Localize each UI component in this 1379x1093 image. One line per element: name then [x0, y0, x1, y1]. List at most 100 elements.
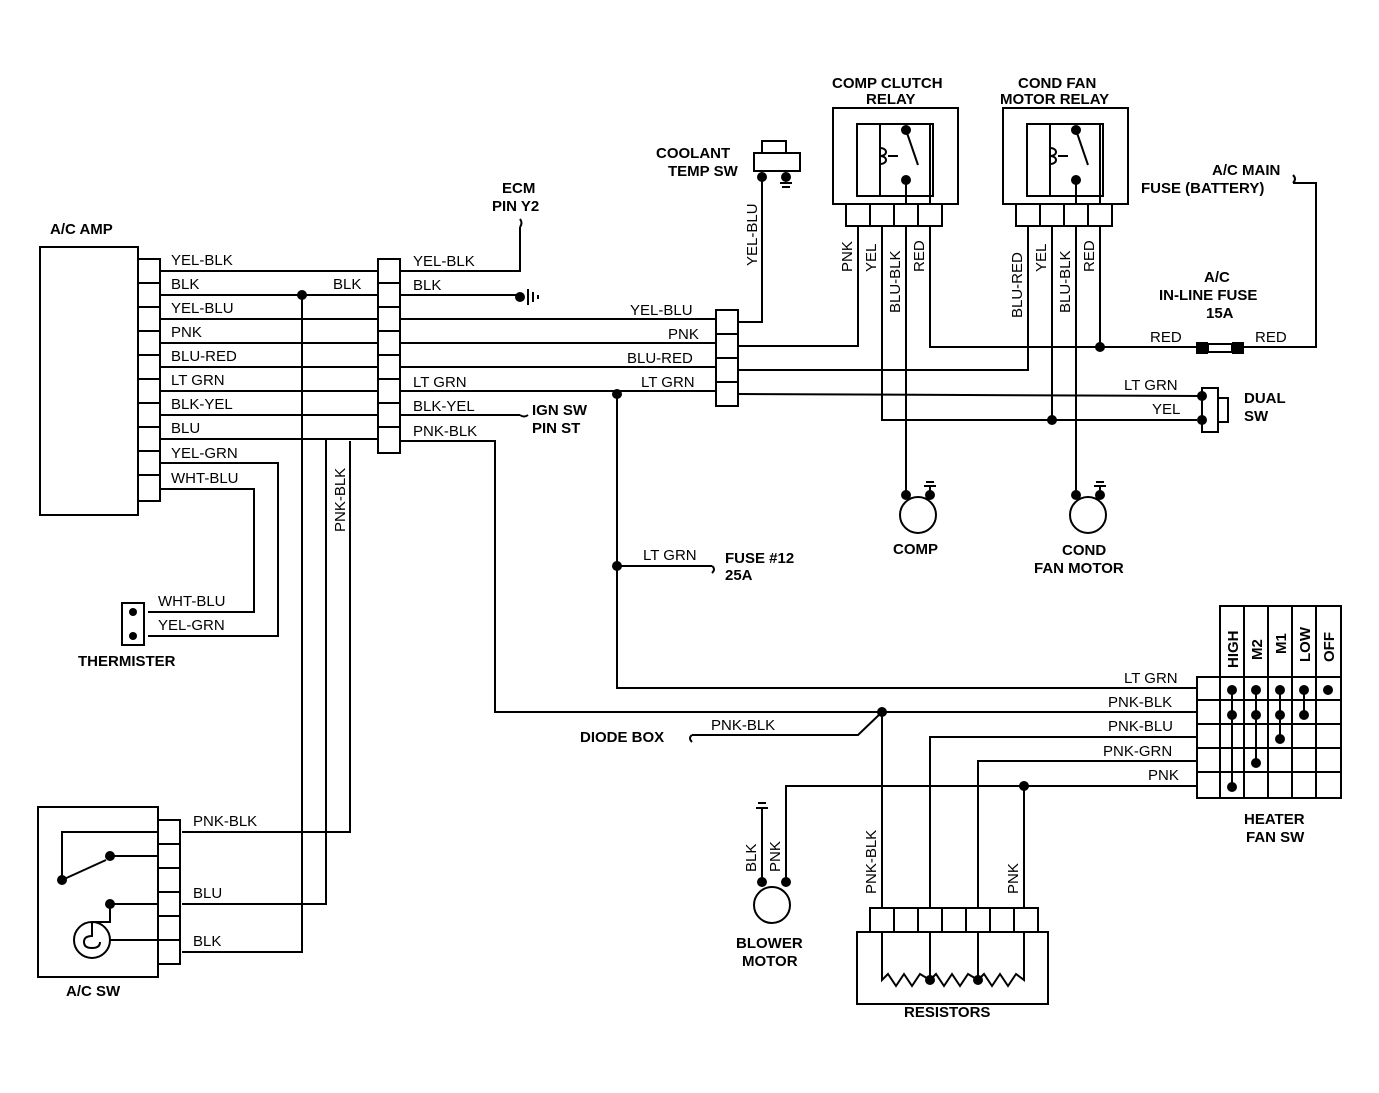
blower-blk-label: BLK: [743, 844, 760, 872]
blower-motor: BLK PNK BLOWER MOTOR: [736, 802, 803, 970]
ecm-label-2: PIN Y2: [492, 198, 539, 215]
ign-sw-label-1: IGN SW: [532, 402, 588, 419]
amp-wire-label: YEL-BLK: [171, 252, 233, 269]
comp-relay-wire-label: YEL: [863, 244, 880, 272]
amp-wire-label: BLK-YEL: [171, 396, 233, 413]
acsw-blu-label: BLU: [193, 885, 222, 902]
center-connector: [377, 258, 401, 454]
heater-position-m2: M2: [1249, 639, 1266, 660]
diode-box-label: DIODE BOX: [580, 729, 664, 746]
dual-lt-grn-label: LT GRN: [1124, 377, 1178, 394]
cond-relay-wire-label: BLU-BLK: [1057, 250, 1074, 313]
heater-position-m1: M1: [1273, 633, 1290, 654]
fuse12-label-2: 25A: [725, 567, 753, 584]
coolant-temp-switch: YEL-BLU COOLANT TEMP SW: [656, 140, 801, 323]
ign-sw-label-2: PIN ST: [532, 420, 580, 437]
cond-motor-label-2: FAN MOTOR: [1034, 560, 1124, 577]
cond-motor-label-1: COND: [1062, 542, 1106, 559]
yel-blu-vertical-label: YEL-BLU: [744, 203, 761, 266]
comp-clutch-label-2: RELAY: [866, 91, 915, 108]
acsw-blk-label: BLK: [193, 933, 221, 950]
therm-wht-blu-label: WHT-BLU: [158, 593, 226, 610]
comp-label: COMP: [893, 541, 938, 558]
connector-wire-label: BLK-YEL: [413, 398, 475, 415]
amp-wire-label: BLU-RED: [171, 348, 237, 365]
blower-pnk-label: PNK: [767, 841, 784, 872]
resistors: RESISTORS: [856, 907, 1049, 1021]
mid-block-label: YEL-BLU: [630, 302, 693, 319]
ecm-label-1: ECM: [502, 180, 535, 197]
connector-wire-label: PNK-BLK: [413, 423, 477, 440]
heater-in-wire-label: PNK-BLK: [1108, 694, 1172, 711]
red-left-label: RED: [1150, 329, 1182, 346]
heater-position-low: LOW: [1297, 626, 1314, 662]
comp-relay-wires: PNK YEL BLU-BLK RED: [738, 226, 1200, 494]
cond-relay-wire-label: BLU-RED: [1009, 252, 1026, 318]
amp-wire-label: LT GRN: [171, 372, 225, 389]
compressor: COMP: [893, 481, 938, 558]
amp-wire-label: WHT-BLU: [171, 470, 239, 487]
heater-label-1: HEATER: [1244, 811, 1305, 828]
ac-amp: A/C AMP: [39, 221, 161, 516]
amp-wire-label: YEL-GRN: [171, 445, 238, 462]
heater-position-off: OFF: [1321, 632, 1338, 662]
blower-label-1: BLOWER: [736, 935, 803, 952]
resistors-label: RESISTORS: [904, 1004, 990, 1021]
amp-wire-label: BLK: [171, 276, 199, 293]
ac-sw-label: A/C SW: [66, 983, 121, 1000]
dual-sw-label-2: SW: [1244, 408, 1269, 425]
mid-block-label: BLU-RED: [627, 350, 693, 367]
coolant-label-2: TEMP SW: [668, 163, 739, 180]
res-pnk-label: PNK: [1005, 863, 1022, 894]
amp-wire-labels: YEL-BLK BLK YEL-BLU PNK BLU-RED LT GRN B…: [171, 252, 361, 532]
amp-wire-label: YEL-BLU: [171, 300, 234, 317]
connector-output-lines: [400, 218, 1197, 713]
heater-fan-switch: HIGH M2 M1 LOW OFF HEATER FAN SW: [1196, 605, 1342, 846]
res-pnk-blk-label: PNK-BLK: [863, 830, 880, 894]
ac-main-fuse-label-1: A/C MAIN: [1212, 162, 1280, 179]
ac-switch: PNK-BLK BLU BLK A/C SW: [37, 806, 257, 1000]
cond-fan-motor: COND FAN MOTOR: [1034, 481, 1124, 577]
diode-pnk-blk-label: PNK-BLK: [711, 717, 775, 734]
ac-main-fuse-label-2: FUSE (BATTERY): [1141, 180, 1264, 197]
inline-fuse-label-1: A/C: [1204, 269, 1230, 286]
heater-position-high: HIGH: [1225, 631, 1242, 669]
cond-fan-relay-label-2: MOTOR RELAY: [1000, 91, 1109, 108]
mid-block-label: LT GRN: [641, 374, 695, 391]
inline-fuse-label-3: 15A: [1206, 305, 1234, 322]
fuse12-lt-grn-label: LT GRN: [643, 547, 697, 564]
comp-relay-wire-label: RED: [911, 240, 928, 272]
connector-wire-label: LT GRN: [413, 374, 467, 391]
cond-fan-relay-label-1: COND FAN: [1018, 75, 1096, 92]
dual-switch: LT GRN YEL DUAL SW: [737, 377, 1286, 433]
comp-clutch-label-1: COMP CLUTCH: [832, 75, 943, 92]
coolant-label-1: COOLANT: [656, 145, 730, 162]
blk-jump-label: BLK: [333, 276, 361, 293]
dual-sw-label-1: DUAL: [1244, 390, 1286, 407]
fuse-12-branch: LT GRN FUSE #12 25A: [612, 389, 1197, 689]
heater-in-wire-label: PNK-BLU: [1108, 718, 1173, 735]
blower-label-2: MOTOR: [742, 953, 798, 970]
comp-clutch-relay: COMP CLUTCH RELAY: [832, 75, 959, 227]
thermister: WHT-BLU YEL-GRN THERMISTER: [78, 593, 226, 670]
connector-wire-label: YEL-BLK: [413, 253, 475, 270]
therm-yel-grn-label: YEL-GRN: [158, 617, 225, 634]
connector-wire-label: BLK: [413, 277, 441, 294]
ac-amp-label: A/C AMP: [50, 221, 113, 238]
heater-in-wire-label: PNK-GRN: [1103, 743, 1172, 760]
red-right-label: RED: [1255, 329, 1287, 346]
cond-fan-motor-relay: COND FAN MOTOR RELAY: [1000, 75, 1129, 227]
cond-relay-wires: BLU-RED YEL BLU-BLK RED: [738, 226, 1105, 494]
ac-inline-fuse: RED RED A/C IN-LINE FUSE 15A: [1150, 269, 1287, 354]
heater-label-2: FAN SW: [1246, 829, 1305, 846]
amp-wire-lines: [148, 270, 378, 953]
cond-relay-wire-label: RED: [1081, 240, 1098, 272]
cond-relay-wire-label: YEL: [1033, 244, 1050, 272]
thermister-label: THERMISTER: [78, 653, 176, 670]
mid-connector-block: YEL-BLU PNK BLU-RED LT GRN: [627, 302, 739, 407]
comp-relay-wire-label: PNK: [839, 241, 856, 272]
pnk-blk-vertical-label: PNK-BLK: [332, 468, 349, 532]
ac-main-fuse: A/C MAIN FUSE (BATTERY): [1141, 162, 1317, 348]
heater-in-wire-label: LT GRN: [1124, 670, 1178, 687]
heater-in-wire-label: PNK: [1148, 767, 1179, 784]
